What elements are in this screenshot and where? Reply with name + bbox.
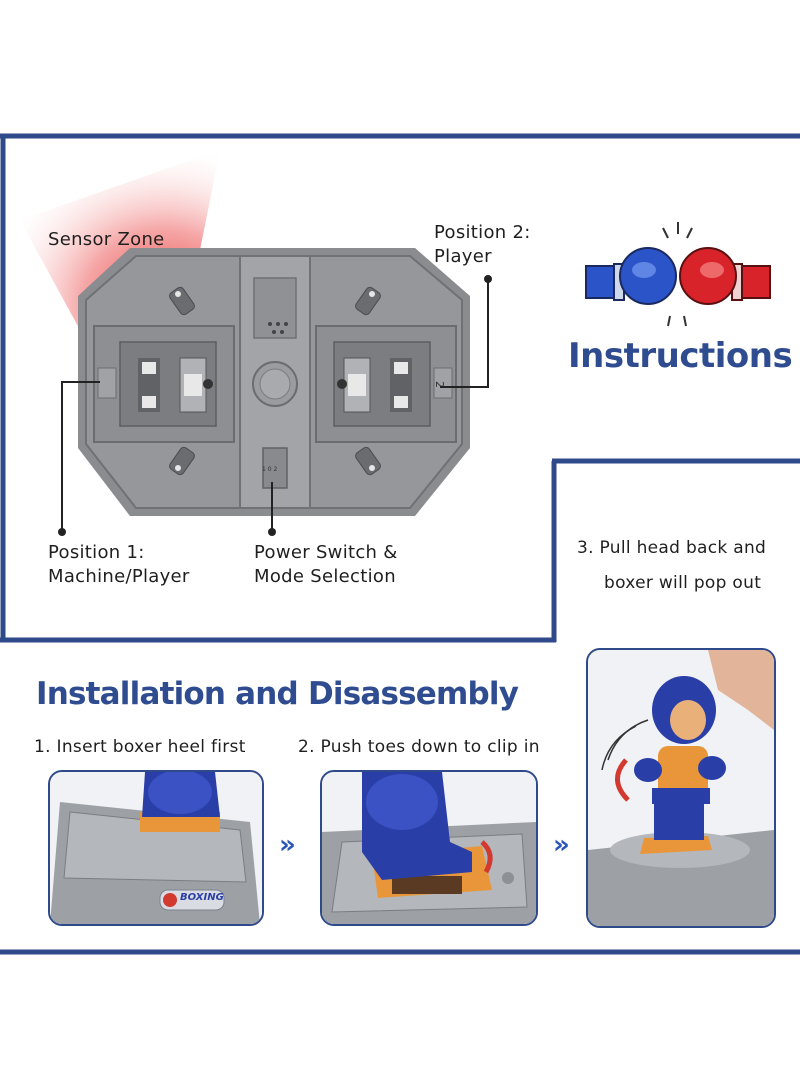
arrow-icon-1: » — [279, 830, 296, 860]
step3-photo — [586, 648, 776, 928]
position1-label: Position 1: Machine/Player — [48, 541, 190, 589]
position2-label: Position 2: Player — [434, 221, 531, 269]
step2-photo — [320, 770, 538, 926]
position1-line2: Machine/Player — [48, 566, 190, 587]
step2-text: 2. Push toes down to clip in — [298, 737, 540, 757]
boxing-badge: BOXING — [180, 892, 224, 903]
step1-text: 1. Insert boxer heel first — [34, 737, 246, 757]
power-switch-line1: Power Switch & — [254, 542, 398, 563]
step3-illustration — [588, 650, 774, 926]
boxing-gloves-icon — [585, 222, 771, 327]
base-unit-diagram — [78, 248, 470, 516]
power-switch-line2: Mode Selection — [254, 566, 396, 587]
page-title: Instructions — [568, 336, 793, 376]
step1-photo: BOXING — [48, 770, 264, 926]
step1-illustration — [50, 772, 262, 924]
power-switch-label: Power Switch & Mode Selection — [254, 541, 398, 589]
sensor-zone-label: Sensor Zone — [48, 229, 165, 250]
callout-lines — [58, 275, 492, 536]
switch-marks: 1 0 2 — [262, 466, 278, 473]
arrow-icon-2: » — [553, 830, 570, 860]
step3-line1: 3. Pull head back and — [577, 538, 767, 558]
installation-heading: Installation and Disassembly — [36, 676, 519, 712]
step2-illustration — [322, 772, 536, 924]
position2-line2: Player — [434, 246, 492, 267]
step3-line2: boxer will pop out — [604, 573, 762, 593]
position2-line1: Position 2: — [434, 222, 531, 243]
position1-line1: Position 1: — [48, 542, 145, 563]
